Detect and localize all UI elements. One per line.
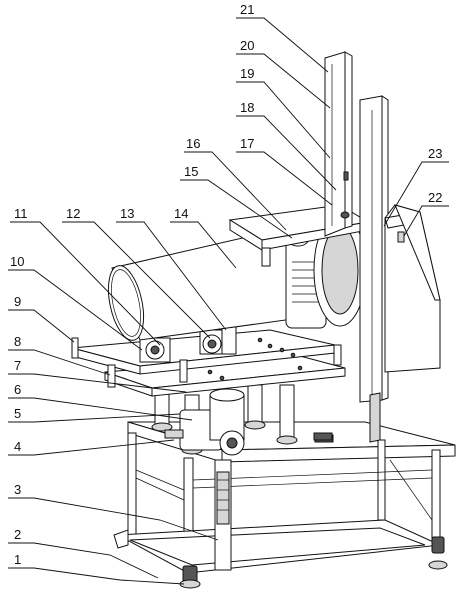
callout-5: 5 xyxy=(14,406,21,421)
callout-2: 2 xyxy=(14,527,21,542)
callout-4: 4 xyxy=(14,439,21,454)
foot-right xyxy=(431,536,445,554)
callout-1: 1 xyxy=(14,552,21,567)
callout-22: 22 xyxy=(428,190,442,205)
control-cabinet xyxy=(384,204,441,373)
callout-10: 10 xyxy=(10,254,24,269)
callout-16: 16 xyxy=(186,136,200,151)
callout-19: 19 xyxy=(240,66,254,81)
callout-15: 15 xyxy=(184,164,198,179)
callout-11: 11 xyxy=(14,206,28,221)
callout-14: 14 xyxy=(174,206,188,221)
callout-13: 13 xyxy=(120,206,134,221)
callout-23: 23 xyxy=(428,146,442,161)
callout-3: 3 xyxy=(14,482,21,497)
callout-labels: 1 2 3 4 5 6 7 8 9 10 11 12 13 14 15 16 1… xyxy=(10,2,442,567)
callout-9: 9 xyxy=(14,294,21,309)
support-rollers xyxy=(139,325,237,363)
pipe-workpiece xyxy=(107,227,301,341)
callout-8: 8 xyxy=(14,334,21,349)
callout-17: 17 xyxy=(240,136,254,151)
leader-lines xyxy=(8,17,449,585)
switch-box xyxy=(313,432,333,441)
callout-7: 7 xyxy=(14,358,21,373)
callout-20: 20 xyxy=(240,38,254,53)
base-frame xyxy=(113,421,456,589)
spindle-chuck xyxy=(285,213,367,329)
callout-12: 12 xyxy=(66,206,80,221)
vertical-column xyxy=(324,51,389,403)
callout-18: 18 xyxy=(240,100,254,115)
callout-6: 6 xyxy=(14,382,21,397)
lead-screw xyxy=(214,459,232,571)
callout-21: 21 xyxy=(240,2,254,17)
